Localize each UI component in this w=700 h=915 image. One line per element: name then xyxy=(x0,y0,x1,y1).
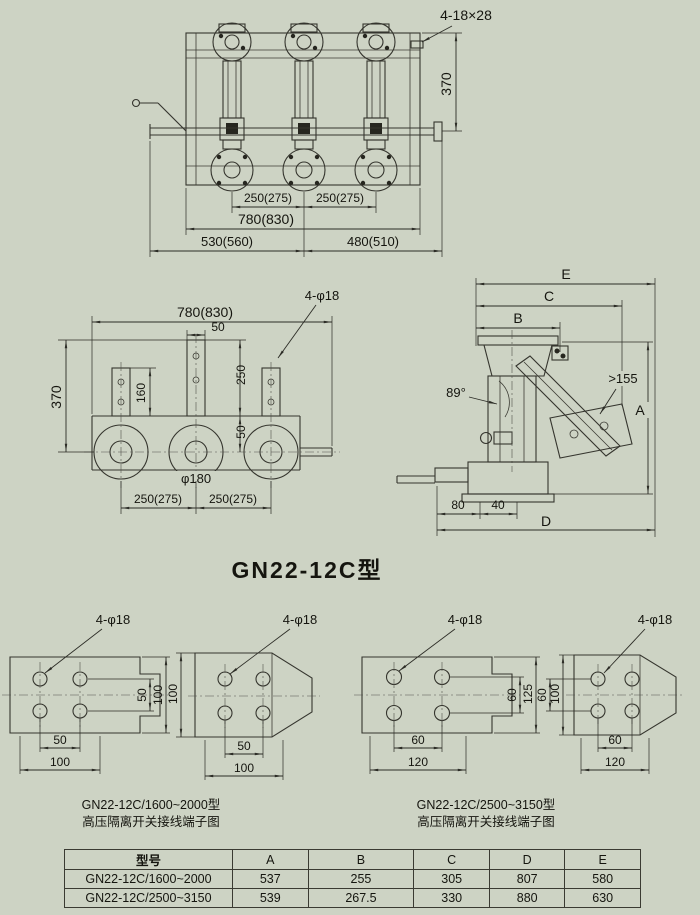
dim-bolt-slots-label: 4-18×28 xyxy=(440,7,492,23)
plan-pad-len-160-label: 160 xyxy=(134,383,148,403)
cell-d-1: 807 xyxy=(488,869,566,889)
cell-c-2: 330 xyxy=(413,888,490,908)
table-header-row: 型号 A B C D E xyxy=(64,849,641,870)
plate3-holes-label: 4-φ18 xyxy=(448,612,482,627)
dim-pitch-right-label: 250(275) xyxy=(316,191,364,205)
page-title: GN22-12C型 xyxy=(231,557,383,583)
table-row: GN22-12C/1600~2000 537 255 305 807 580 xyxy=(64,869,641,889)
dim-base-left-label: 530(560) xyxy=(201,234,253,249)
col-header-model: 型号 xyxy=(64,849,233,870)
col-header-e: E xyxy=(564,849,641,870)
plan-gap-50-label: 50 xyxy=(234,425,248,439)
drawing-canvas: 4-18×28 370 250(275) 250(275) 780(830) 5… xyxy=(2,7,684,780)
plan-dimensions: 780(830) 4-φ18 50 250 50 370 160 φ180 xyxy=(48,288,339,514)
table-row: GN22-12C/2500~3150 539 267.5 330 880 630 xyxy=(64,888,641,908)
plan-pitch-left-label: 250(275) xyxy=(134,492,182,506)
cell-a-2: 539 xyxy=(232,888,309,908)
plate3-width-label: 120 xyxy=(408,755,428,769)
plan-view: 780(830) 4-φ18 50 250 50 370 160 φ180 xyxy=(48,288,340,514)
plan-pitch-right-label: 250(275) xyxy=(209,492,257,506)
label-halo xyxy=(631,402,649,418)
front-dimensions: 4-18×28 370 250(275) 250(275) 780(830) 5… xyxy=(149,7,492,257)
plate3-hole-pitch-v-label: 60 xyxy=(505,688,519,702)
front-frame xyxy=(185,32,424,186)
front-view: 4-18×28 370 250(275) 250(275) 780(830) 5… xyxy=(131,7,492,257)
dim-780-label: 780(830) xyxy=(238,211,294,227)
caption-left: GN22-12C/1600~2000型 高压隔离开关接线端子图 xyxy=(65,797,237,830)
dim-base-right-label: 480(510) xyxy=(347,234,399,249)
terminal-pad-side xyxy=(549,403,633,459)
side-dim-a-label: A xyxy=(635,402,645,418)
plan-base xyxy=(84,334,340,488)
terminal-plate-2: 4-φ18 100 50 100 xyxy=(166,612,320,780)
pole-assembly-1 xyxy=(210,22,254,192)
cell-e-1: 580 xyxy=(564,869,641,889)
plan-flange-dia-label: φ180 xyxy=(181,471,211,486)
side-dim-e-label: E xyxy=(561,266,570,282)
plate1-hole-pitch-v-label: 50 xyxy=(135,688,149,702)
plate4-height-label: 100 xyxy=(548,684,562,704)
plate4-width-label: 120 xyxy=(605,755,625,769)
dimension-table: 型号 A B C D E GN22-12C/1600~2000 537 255 … xyxy=(64,849,641,908)
caption-left-desc: 高压隔离开关接线端子图 xyxy=(82,814,220,829)
plate1-height-label: 100 xyxy=(151,685,165,705)
caption-right-model: GN22-12C/2500~3150型 xyxy=(416,798,556,812)
cell-e-2: 630 xyxy=(564,888,641,908)
side-clearance-155-label: >155 xyxy=(608,371,637,386)
plate2-holes-label: 4-φ18 xyxy=(283,612,317,627)
plate1-hole-pitch-h-label: 50 xyxy=(53,733,67,747)
cell-c-1: 305 xyxy=(413,869,490,889)
terminal-plate-4: 4-φ18 60 100 60 120 xyxy=(535,612,684,774)
cell-a-1: 537 xyxy=(232,869,309,889)
plate2-hole-pitch-h-label: 50 xyxy=(237,739,251,753)
caption-left-model: GN22-12C/1600~2000型 xyxy=(81,798,221,812)
plate2-width-label: 100 xyxy=(234,761,254,775)
crank-handle xyxy=(131,98,141,108)
plate1-holes-label: 4-φ18 xyxy=(96,612,130,627)
side-dimensions: E C B 89° >155 A 80 40 D xyxy=(436,266,656,537)
plan-pad-width-label: 50 xyxy=(211,320,225,334)
plate4-hole-pitch-h-label: 60 xyxy=(608,733,622,747)
plate4-holes-label: 4-φ18 xyxy=(638,612,672,627)
operating-shaft xyxy=(131,98,443,142)
mounting-slot xyxy=(410,40,424,49)
plate4-hole-pitch-v-label: 60 xyxy=(535,688,549,702)
side-dim-40-label: 40 xyxy=(491,498,505,512)
caption-right-desc: 高压隔离开关接线端子图 xyxy=(417,814,555,829)
cell-model-1: GN22-12C/1600~2000 xyxy=(64,869,233,889)
cell-model-2: GN22-12C/2500~3150 xyxy=(64,888,233,908)
side-dim-b-label: B xyxy=(513,310,522,326)
col-header-c: C xyxy=(413,849,490,870)
side-dim-d-label: D xyxy=(541,513,551,529)
cell-b-1: 255 xyxy=(307,869,415,889)
plan-dim-780-label: 780(830) xyxy=(177,304,233,320)
side-body xyxy=(396,330,633,503)
side-angle-89-label: 89° xyxy=(446,385,466,400)
col-header-a: A xyxy=(232,849,309,870)
side-dim-80-label: 80 xyxy=(451,498,465,512)
plate1-width-label: 100 xyxy=(50,755,70,769)
cell-b-2: 267.5 xyxy=(307,888,415,908)
cell-d-2: 880 xyxy=(488,888,566,908)
side-view: E C B 89° >155 A 80 40 D xyxy=(396,266,656,537)
plan-depth-370-label: 370 xyxy=(48,385,64,409)
side-dim-c-label: C xyxy=(544,288,554,304)
dim-370-label: 370 xyxy=(438,72,454,96)
col-header-b: B xyxy=(307,849,415,870)
label-halo xyxy=(600,371,646,386)
plate2-height-label: 100 xyxy=(166,684,180,704)
plate3-height-label: 125 xyxy=(521,684,535,704)
pole-assembly-3 xyxy=(354,22,398,192)
terminal-plate-1: 4-φ18 50 100 50 100 xyxy=(2,612,170,774)
label-halo xyxy=(167,471,225,486)
terminal-plate-3: 4-φ18 60 125 60 120 xyxy=(354,612,540,774)
plate3-hole-pitch-h-label: 60 xyxy=(411,733,425,747)
plan-ext-250-label: 250 xyxy=(234,365,248,385)
plan-holes-label: 4-φ18 xyxy=(305,288,339,303)
col-header-d: D xyxy=(488,849,566,870)
dim-pitch-left-label: 250(275) xyxy=(244,191,292,205)
caption-right: GN22-12C/2500~3150型 高压隔离开关接线端子图 xyxy=(398,797,574,830)
